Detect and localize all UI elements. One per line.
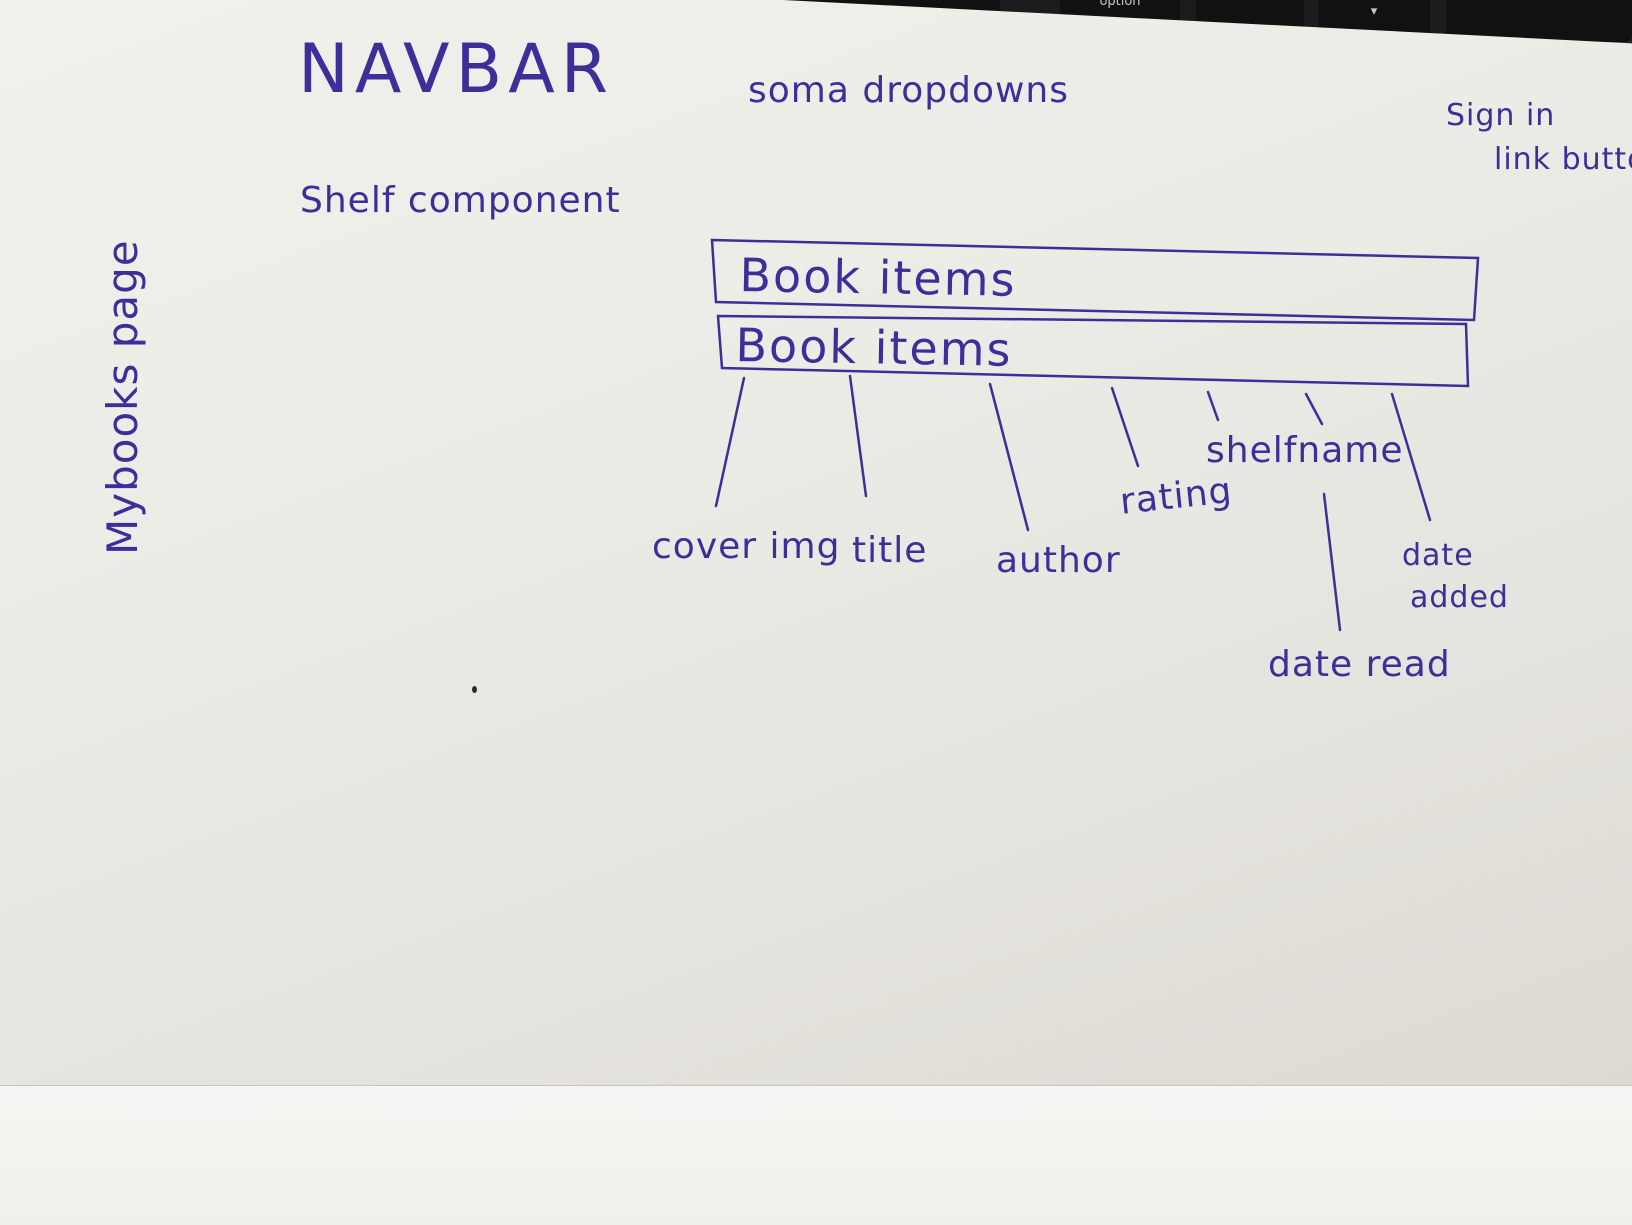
connector-shelfname (1206, 390, 1220, 422)
sign-in-note-line1: Sign in (1446, 98, 1556, 133)
lower-paper-sheet (0, 1085, 1632, 1225)
key-label: ▾ (1370, 4, 1378, 19)
connector-rating (1110, 386, 1140, 468)
field-date-added-line1: date (1402, 538, 1474, 573)
connector-date-added (1390, 392, 1432, 522)
connector-shelfname-2 (1304, 392, 1324, 426)
field-shelfname: shelfname (1206, 430, 1404, 471)
book-items-row-2: Book items (735, 318, 1013, 377)
connector-cover-img (714, 376, 746, 508)
field-date-added-line2: added (1410, 580, 1509, 615)
field-title: title (852, 530, 928, 571)
shelf-component-title: Shelf component (300, 180, 621, 221)
field-author: author (996, 540, 1121, 581)
navbar-title: NAVBAR (298, 30, 614, 109)
connector-title (848, 374, 868, 498)
pen-dot (472, 686, 477, 693)
field-date-read: date read (1268, 644, 1451, 685)
key-label: option (1099, 0, 1141, 9)
connector-author (988, 382, 1030, 532)
dropdowns-note: soma dropdowns (748, 70, 1069, 111)
sign-in-note-line2: link buttor (1494, 142, 1632, 177)
connector-date-read (1322, 492, 1342, 632)
book-row-1-box (710, 238, 1480, 322)
book-row-2-box (716, 314, 1470, 388)
book-items-row-1: Book items (739, 248, 1017, 307)
field-cover-img: cover img (652, 526, 841, 567)
sketch-paper (0, 0, 1632, 1085)
